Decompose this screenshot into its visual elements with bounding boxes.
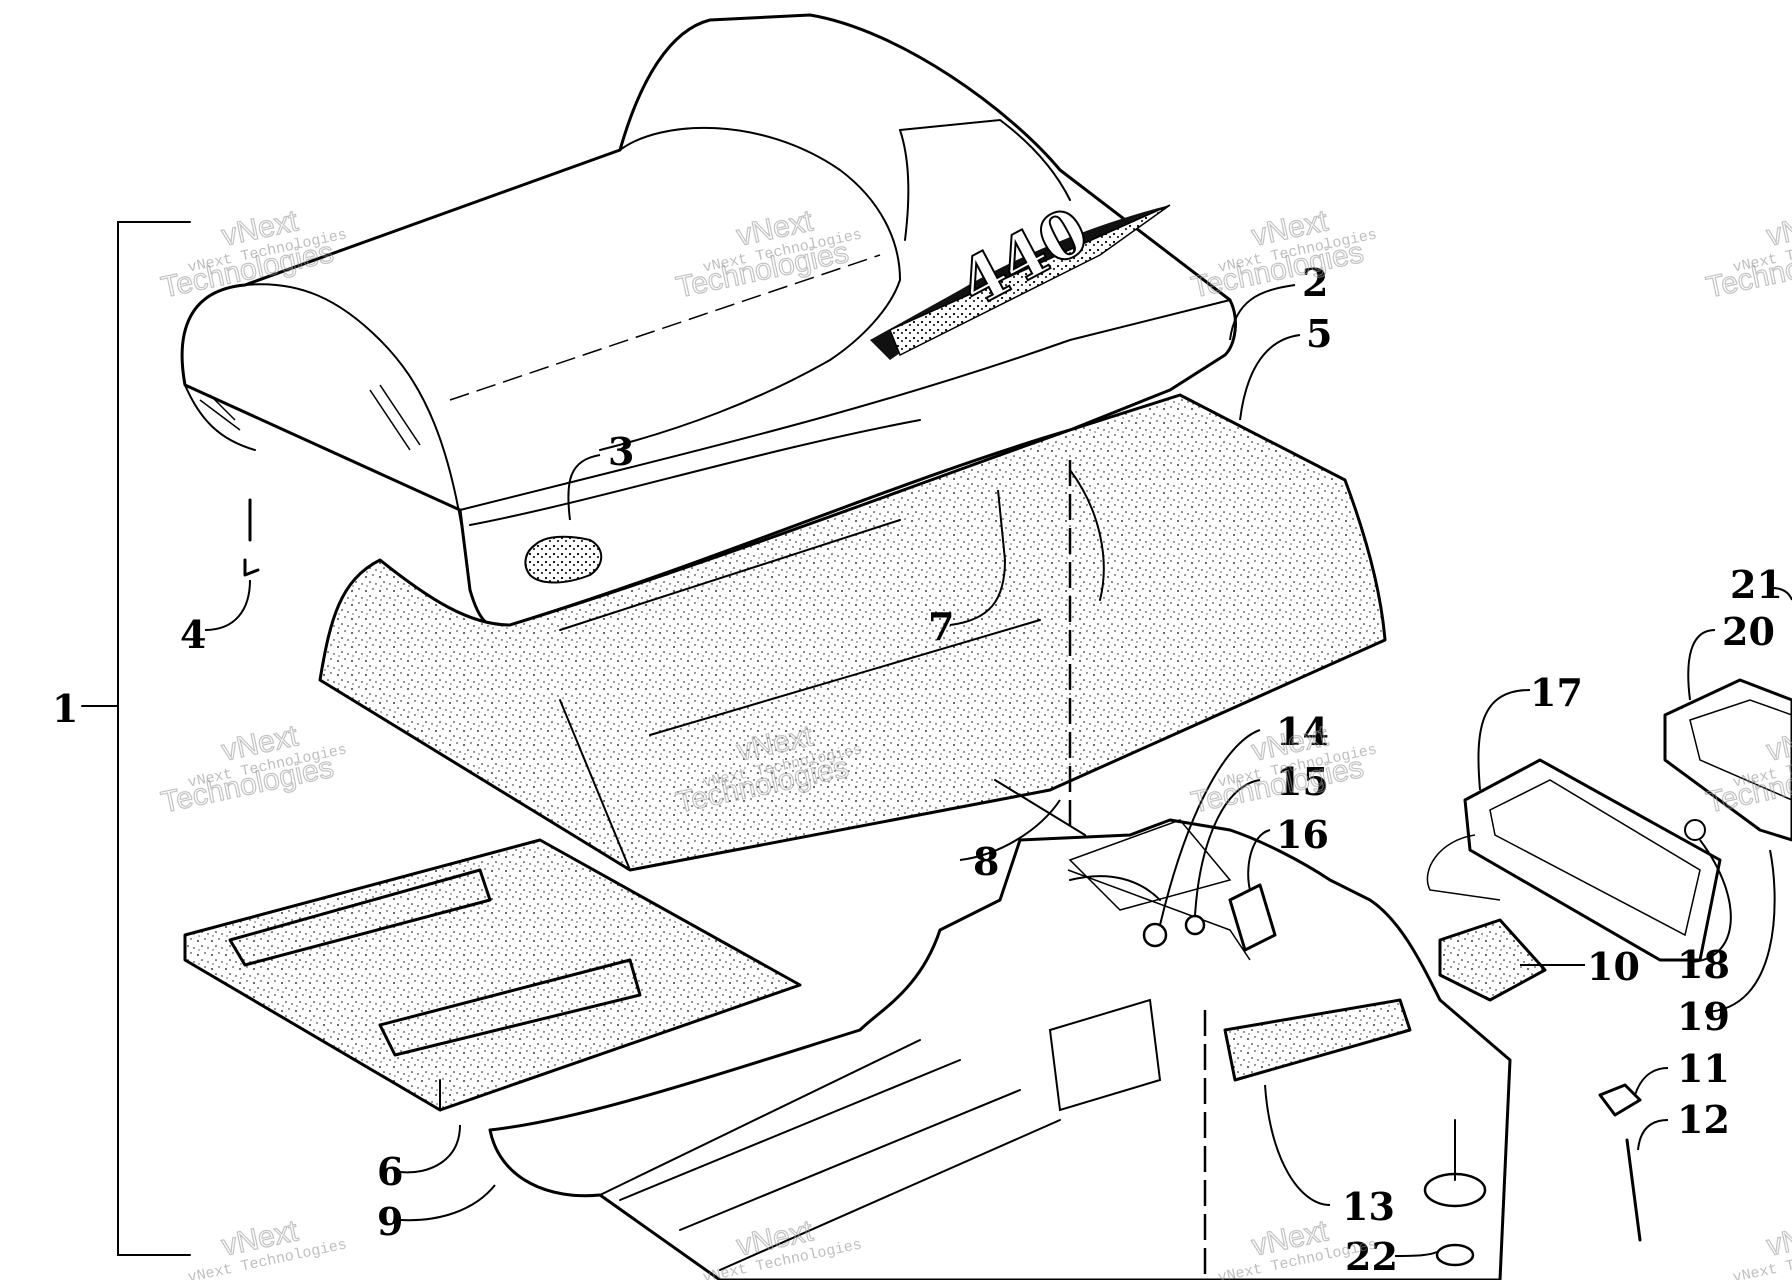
- callout-4: 4: [180, 612, 206, 657]
- watermark-5: vNext Technologies vNext Technologies: [158, 719, 349, 820]
- fastener-patch: [524, 535, 603, 584]
- callout-21: 21: [1730, 562, 1783, 607]
- seat-cover: 440: [180, 13, 1237, 629]
- watermark-12: vNext vNext Technologies: [1731, 1214, 1792, 1280]
- callout-5: 5: [1306, 311, 1332, 356]
- foam-pads: [183, 838, 802, 1112]
- callout-6: 6: [377, 1149, 403, 1194]
- callout-15: 15: [1276, 759, 1329, 804]
- callout-17: 17: [1530, 670, 1583, 715]
- leader-lines: [204, 284, 1792, 1257]
- callouts: 1 2 3 4 5 6 7 8 9 10 11 12 13 14 15 16 1…: [52, 260, 1783, 1279]
- callout-7: 7: [928, 604, 954, 649]
- watermark-4: vNext Technologies vNext Technologies: [1703, 204, 1792, 305]
- callout-20: 20: [1722, 609, 1775, 654]
- callout-9: 9: [377, 1199, 403, 1244]
- callout-13: 13: [1342, 1184, 1395, 1229]
- callout-8: 8: [973, 839, 999, 884]
- svg-text:vNext: vNext: [1764, 204, 1792, 252]
- assembly-bracket: [81, 221, 191, 1256]
- callout-22: 22: [1345, 1234, 1398, 1279]
- callout-3: 3: [608, 429, 634, 474]
- alignment-line: [1068, 460, 1207, 1280]
- bulb: [1684, 819, 1706, 841]
- callout-18: 18: [1677, 942, 1730, 987]
- callout-11: 11: [1677, 1046, 1730, 1091]
- callout-19: 19: [1677, 994, 1730, 1039]
- callout-14: 14: [1276, 709, 1329, 754]
- seat-foam-base: [318, 393, 1387, 872]
- callout-10: 10: [1587, 944, 1640, 989]
- callout-2: 2: [1302, 260, 1328, 305]
- callout-1: 1: [52, 686, 78, 731]
- callout-12: 12: [1677, 1097, 1730, 1142]
- callout-16: 16: [1276, 812, 1329, 857]
- alignment-line-rivet: [994, 779, 1086, 836]
- watermark-9: vNext vNext Technologies: [186, 1214, 348, 1280]
- taillight-assembly: [1426, 678, 1792, 1002]
- svg-text:vNext: vNext: [1764, 1214, 1792, 1262]
- hardware: [243, 498, 1642, 1267]
